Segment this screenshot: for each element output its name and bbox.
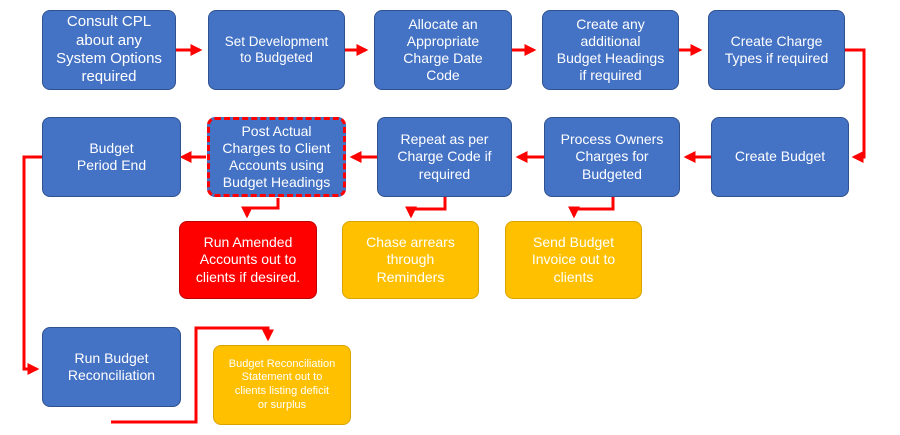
step-create-budget: Create Budget [711, 117, 849, 197]
output-send-budget-invoice: Send Budget Invoice out to clients [505, 221, 642, 299]
step-budget-period-end: Budget Period End [42, 117, 181, 197]
step-run-budget-reconciliation: Run Budget Reconciliation [42, 327, 181, 407]
output-chase-arrears: Chase arrears through Reminders [342, 221, 479, 299]
step-post-actual-charges: Post Actual Charges to Client Accounts u… [207, 117, 346, 197]
step-create-budget-headings: Create any additional Budget Headings if… [542, 10, 679, 90]
step-create-charge-types: Create Charge Types if required [708, 10, 845, 90]
step-consult-cpl: Consult CPL about any System Options req… [42, 10, 176, 90]
step-process-owners-charges: Process Owners Charges for Budgeted [544, 117, 680, 197]
connector-post-actual-to-amended-accounts [241, 198, 280, 219]
connector-process-owners-to-send-invoice [568, 196, 615, 219]
connector-repeat-to-chase-arrears [405, 196, 447, 219]
connector-charge-types-to-create-budget [845, 48, 866, 163]
action-run-amended-accounts: Run Amended Accounts out to clients if d… [179, 221, 317, 299]
output-reconciliation-statement: Budget Reconciliation Statement out to c… [213, 345, 351, 425]
step-repeat-per-charge-code: Repeat as per Charge Code if required [377, 117, 512, 197]
step-allocate-charge-date-code: Allocate an Appropriate Charge Date Code [374, 10, 512, 90]
connector-reconciliation-to-statement [111, 326, 274, 424]
step-set-development: Set Development to Budgeted [208, 10, 345, 90]
connector-period-end-to-reconciliation [22, 155, 42, 375]
